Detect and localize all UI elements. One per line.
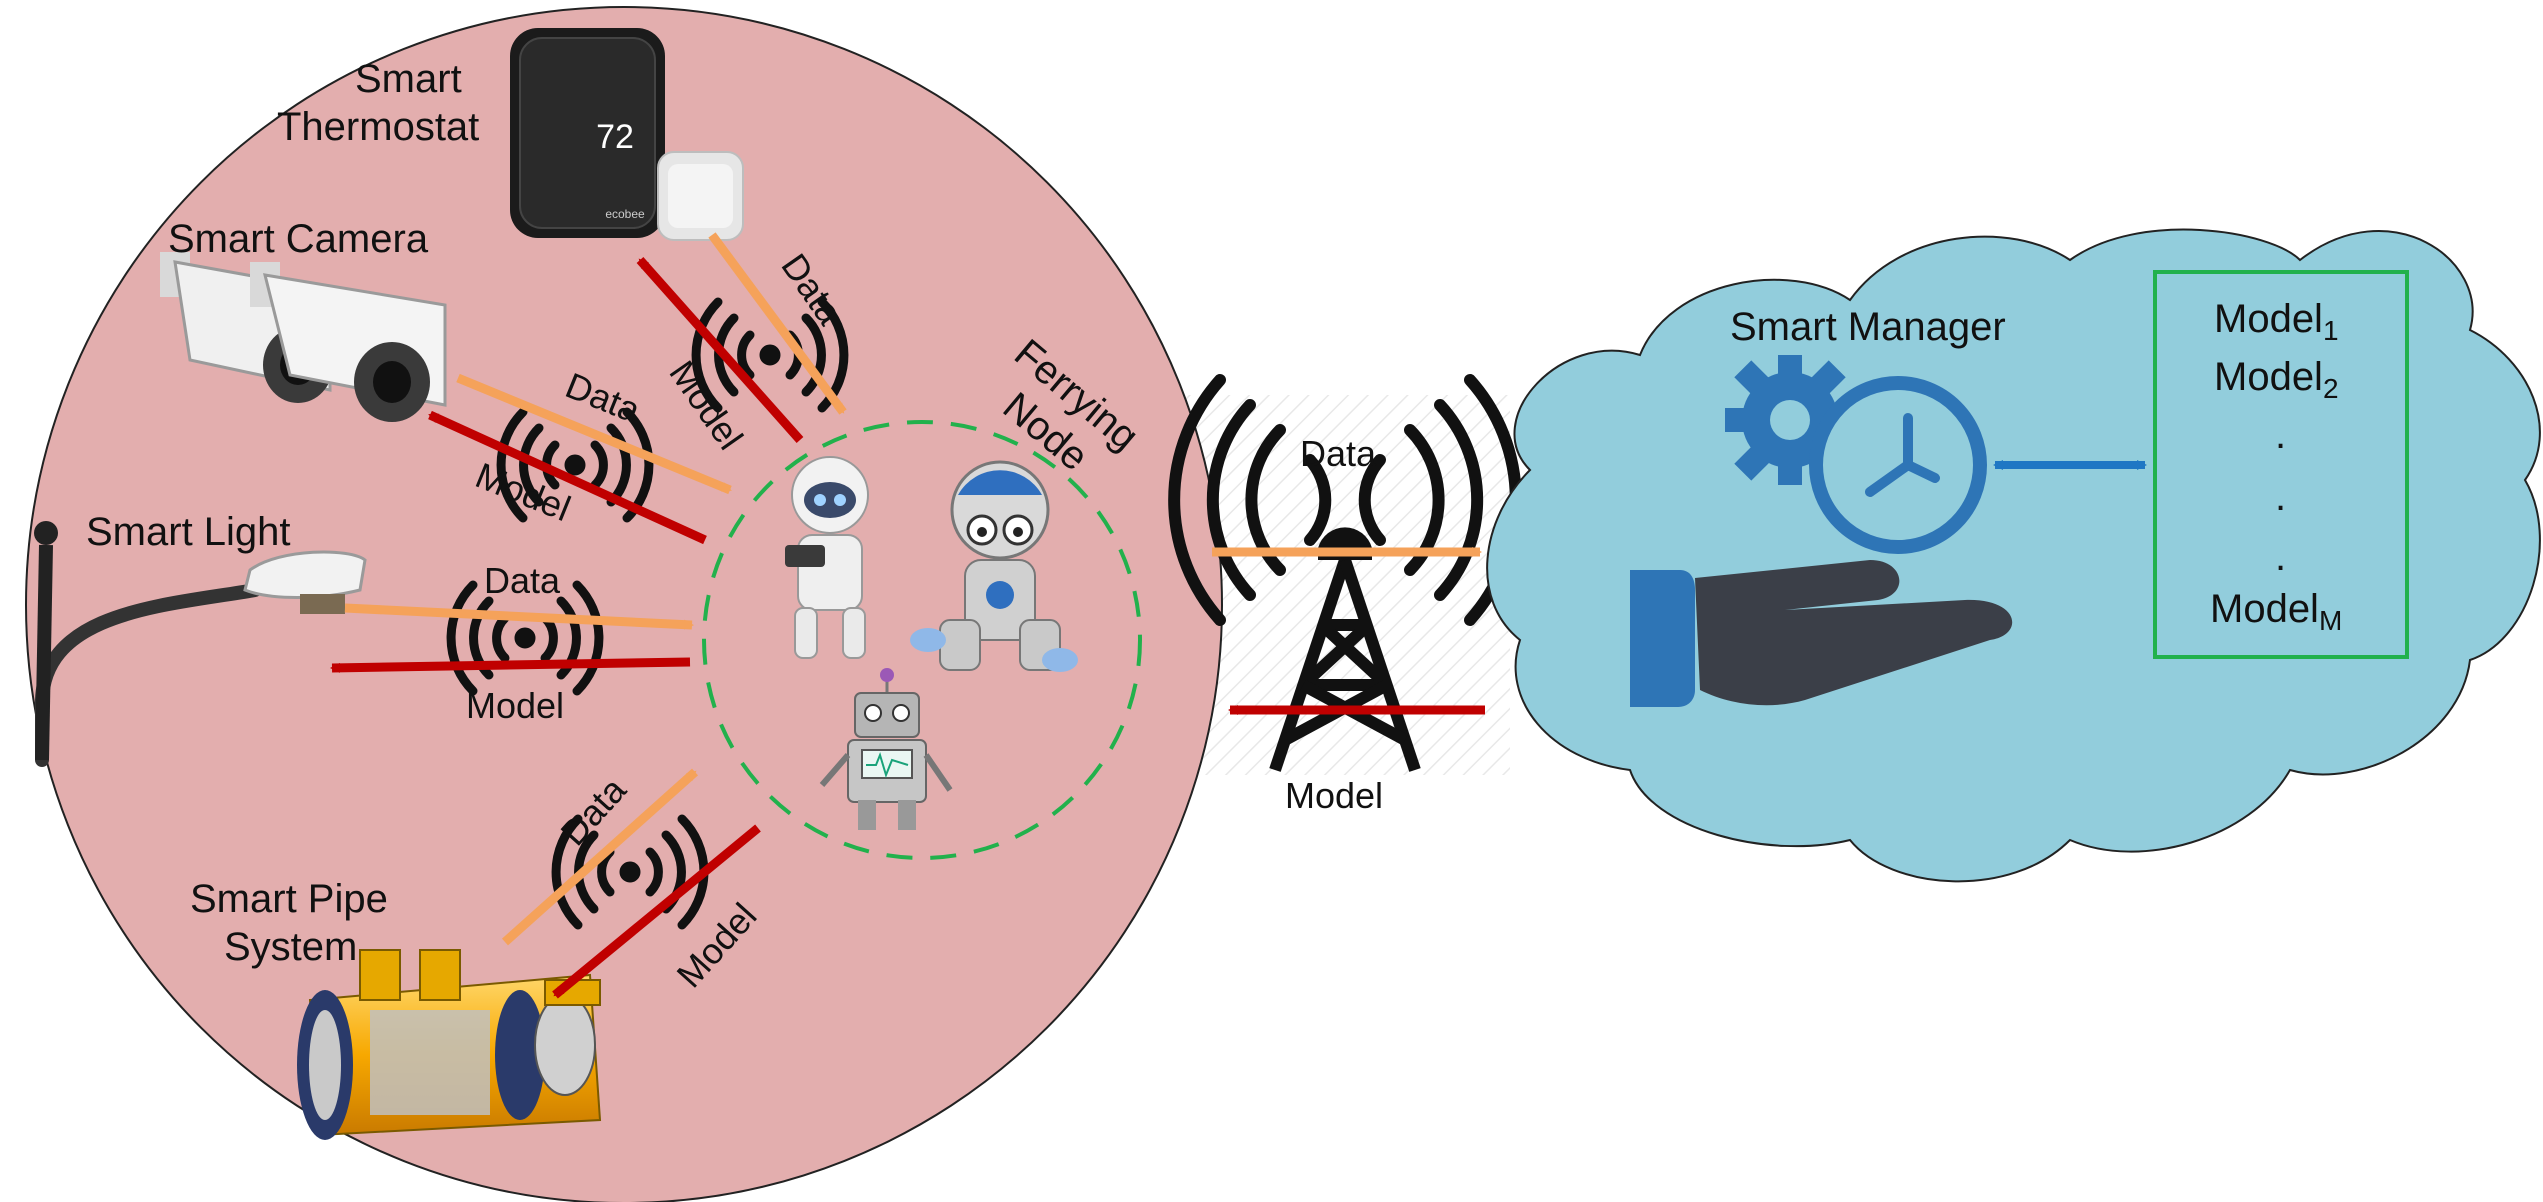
model-arrow-light <box>330 657 691 673</box>
smart-light-icon <box>34 521 367 767</box>
svg-text:ecobee: ecobee <box>605 207 645 221</box>
arrows-light <box>330 603 694 673</box>
model-arrow-camera <box>428 410 707 545</box>
model-box <box>2153 270 2409 659</box>
smart-camera-icon <box>160 252 447 422</box>
light-data-label: Data <box>484 560 561 601</box>
model-arrow-pipe <box>552 824 761 999</box>
model-2-label: Model2 <box>2214 355 2339 404</box>
model-m-label: ModelM <box>2210 587 2342 636</box>
white-robot-icon <box>785 456 869 659</box>
model-ellipsis-dot-2: . <box>2275 475 2286 519</box>
data-arrow-pipe <box>501 768 699 946</box>
arrows-thermostat <box>636 232 847 443</box>
smart-camera-label: Smart Camera <box>168 217 429 261</box>
light-model-label: Model <box>466 685 564 726</box>
cloud-shape <box>1486 228 2541 883</box>
tower-model-label: Model <box>1285 775 1383 816</box>
smart-thermostat-label-line1: Smart <box>355 57 462 101</box>
space-robot-icon <box>910 460 1078 672</box>
svg-text:72: 72 <box>596 118 634 156</box>
model-ellipsis-dot-3: . <box>2275 535 2286 579</box>
ferrying-node-ring <box>702 420 1142 860</box>
cell-tower-icon <box>1168 374 1522 772</box>
data-arrow-camera <box>456 373 732 495</box>
model-1-label: Model1 <box>2214 297 2339 346</box>
clock-icon <box>1809 376 1987 554</box>
smart-pipe-icon <box>297 949 602 1140</box>
smart-thermostat-icon: 72 ecobee <box>510 28 744 241</box>
tower-data-label: Data <box>1300 433 1377 474</box>
hand-icon <box>1630 560 2013 707</box>
arrows-camera <box>428 373 732 545</box>
smart-pipe-label-line1: Smart Pipe <box>190 877 388 921</box>
model-ellipsis-dot-1: . <box>2275 413 2286 457</box>
data-arrow-thermostat <box>708 232 847 415</box>
model-arrow-thermostat <box>636 257 804 443</box>
smart-manager-label: Smart Manager <box>1730 305 2006 349</box>
smart-thermostat-label-line2: Thermostat <box>277 105 479 149</box>
data-arrow-light <box>344 603 694 630</box>
smart-light-label: Smart Light <box>86 510 291 554</box>
arrows-pipe <box>501 768 761 999</box>
smart-pipe-label-line2: System <box>224 925 357 969</box>
boxy-robot-icon <box>819 668 953 830</box>
